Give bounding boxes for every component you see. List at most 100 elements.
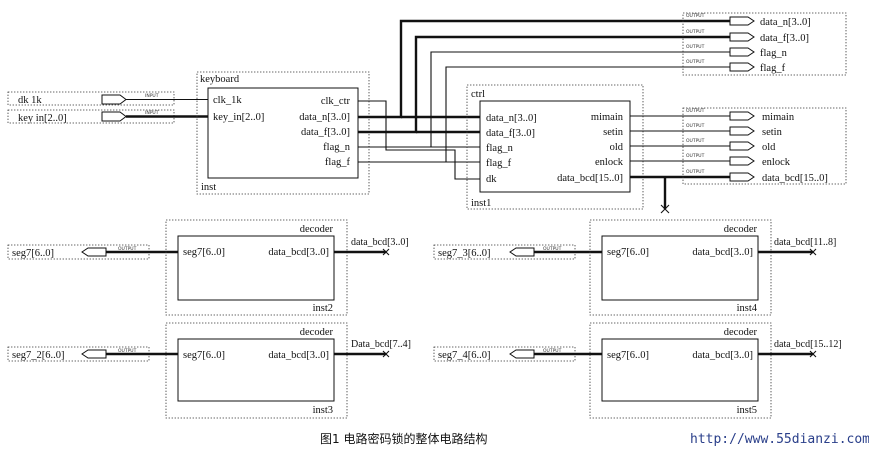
output-pin-seg7[interactable]: seg7[6..0] OUTPUT [7, 244, 150, 260]
output-pin-label: seg7_2[6..0] [12, 350, 65, 361]
input-pin-label: key in[2..0] [18, 113, 67, 124]
decoder-in-pin: seg7[6..0] [607, 350, 649, 361]
wire-clk-ctr [358, 100, 480, 180]
no-connect-marker [382, 350, 390, 358]
keyboard-out-pin: flag_n [323, 142, 351, 153]
output-pin-label: data_bcd[15..0] [762, 173, 828, 184]
pin-tag: OUTPUT [686, 29, 705, 35]
decoder-block-inst2[interactable]: decoder seg7[6..0] data_bcd[3..0] inst2 [165, 219, 348, 316]
ctrl-out-pin: setin [603, 127, 624, 138]
wire-flag-f [358, 66, 730, 163]
ctrl-output-pins-frame [682, 107, 847, 185]
output-pin-enlock[interactable]: OUTPUT enlock [686, 153, 791, 168]
ctrl-in-pin: dk [486, 174, 497, 185]
keyboard-out-pin: data_n[3..0] [299, 112, 350, 123]
no-connect-marker [809, 350, 817, 358]
pin-tag: INPUT [145, 110, 159, 116]
decoder-out-pin: data_bcd[3..0] [268, 247, 329, 258]
output-pin-label: setin [762, 127, 783, 138]
block-type-name: decoder [724, 224, 758, 235]
ctrl-in-pin: flag_f [486, 158, 512, 169]
decoder-in-pin: seg7[6..0] [183, 350, 225, 361]
output-pin-label: data_n[3..0] [760, 17, 811, 28]
output-pin-old[interactable]: OUTPUT old [686, 138, 776, 153]
output-pin-label: enlock [762, 157, 791, 168]
decoder-block-inst5[interactable]: decoder seg7[6..0] data_bcd[3..0] inst5 [589, 322, 772, 419]
decoder-block-inst3[interactable]: decoder seg7[6..0] data_bcd[3..0] inst3 [165, 322, 348, 419]
output-pin-setin[interactable]: OUTPUT setin [686, 123, 783, 138]
decoder-in-pin: seg7[6..0] [183, 247, 225, 258]
pin-tag: OUTPUT [118, 348, 137, 354]
block-type-name: keyboard [200, 74, 240, 85]
output-pin-mimain[interactable]: OUTPUT mimain [686, 108, 795, 123]
block-type-name: decoder [300, 327, 334, 338]
keyboard-block[interactable]: keyboard clk_1k key_in[2..0] clk_ctr dat… [196, 71, 370, 195]
block-instance-name: inst3 [313, 405, 333, 416]
output-pin-label: data_f[3..0] [760, 33, 809, 44]
pin-tag: OUTPUT [686, 169, 705, 175]
keyboard-out-pin: data_f[3..0] [301, 127, 350, 138]
no-connect-marker [809, 248, 817, 256]
output-pin-data-bcd[interactable]: OUTPUT data_bcd[15..0] [686, 169, 828, 184]
output-pin-seg7-3[interactable]: seg7_3[6..0] OUTPUT [433, 244, 576, 260]
top-output-pins-frame [682, 12, 847, 76]
block-type-name: decoder [724, 327, 758, 338]
ctrl-out-pin: old [610, 142, 624, 153]
ctrl-in-pin: data_n[3..0] [486, 113, 537, 124]
input-pin-key[interactable]: key in[2..0] INPUT [7, 109, 175, 124]
output-pin-label: old [762, 142, 776, 153]
output-pin-data-f[interactable]: OUTPUT data_f[3..0] [686, 29, 809, 44]
pin-tag: OUTPUT [686, 44, 705, 50]
output-pin-flag-f[interactable]: OUTPUT flag_f [686, 59, 786, 74]
ctrl-out-pin: mimain [591, 112, 624, 123]
watermark: http://www.55dianzi.com [690, 432, 869, 447]
pin-tag: OUTPUT [686, 108, 705, 114]
pin-tag: OUTPUT [686, 13, 705, 19]
output-pin-data-n[interactable]: OUTPUT data_n[3..0] [686, 13, 811, 28]
output-pin-label: seg7[6..0] [12, 248, 54, 259]
keyboard-out-pin: clk_ctr [321, 96, 351, 107]
ctrl-block[interactable]: ctrl data_n[3..0] data_f[3..0] flag_n fl… [466, 84, 644, 210]
bus-data-n [358, 19, 730, 119]
no-connect-marker [660, 204, 670, 214]
bus-data-f [358, 35, 730, 134]
pin-tag: OUTPUT [543, 246, 562, 252]
ctrl-in-pin: flag_n [486, 143, 514, 154]
input-pin-label: dk 1k [18, 95, 42, 106]
net-label: data_bcd[11..8] [774, 237, 836, 248]
decoder-block-inst4[interactable]: decoder seg7[6..0] data_bcd[3..0] inst4 [589, 219, 772, 316]
block-type-name: ctrl [471, 89, 485, 100]
ctrl-out-pin: data_bcd[15..0] [557, 173, 623, 184]
decoder-out-pin: data_bcd[3..0] [692, 247, 753, 258]
output-pin-label: flag_n [760, 48, 788, 59]
output-pin-label: flag_f [760, 63, 786, 74]
decoder-out-pin: data_bcd[3..0] [268, 350, 329, 361]
block-type-name: decoder [300, 224, 334, 235]
pin-tag: INPUT [145, 93, 159, 99]
block-instance-name: inst [201, 182, 216, 193]
block-instance-name: inst4 [737, 303, 758, 314]
block-instance-name: inst1 [471, 198, 491, 209]
pin-tag: OUTPUT [543, 348, 562, 354]
output-pin-seg7-2[interactable]: seg7_2[6..0] OUTPUT [7, 346, 150, 362]
pin-tag: OUTPUT [686, 138, 705, 144]
output-pin-label: seg7_4[6..0] [438, 350, 491, 361]
pin-tag: OUTPUT [686, 59, 705, 65]
block-instance-name: inst5 [737, 405, 757, 416]
wire-flag-n [358, 51, 730, 148]
input-pin-clk[interactable]: dk 1k INPUT [7, 91, 175, 106]
ctrl-out-pin: enlock [595, 157, 624, 168]
output-pin-label: mimain [762, 112, 795, 123]
pin-tag: OUTPUT [686, 123, 705, 129]
output-pin-flag-n[interactable]: OUTPUT flag_n [686, 44, 788, 59]
block-instance-name: inst2 [313, 303, 333, 314]
net-label: Data_bcd[7..4] [351, 339, 411, 350]
keyboard-in-pin: key_in[2..0] [213, 112, 264, 123]
no-connect-marker [382, 248, 390, 256]
decoder-out-pin: data_bcd[3..0] [692, 350, 753, 361]
output-pin-label: seg7_3[6..0] [438, 248, 491, 259]
net-label: data_bcd[15..12] [774, 339, 842, 350]
decoder-in-pin: seg7[6..0] [607, 247, 649, 258]
pin-tag: OUTPUT [686, 153, 705, 159]
